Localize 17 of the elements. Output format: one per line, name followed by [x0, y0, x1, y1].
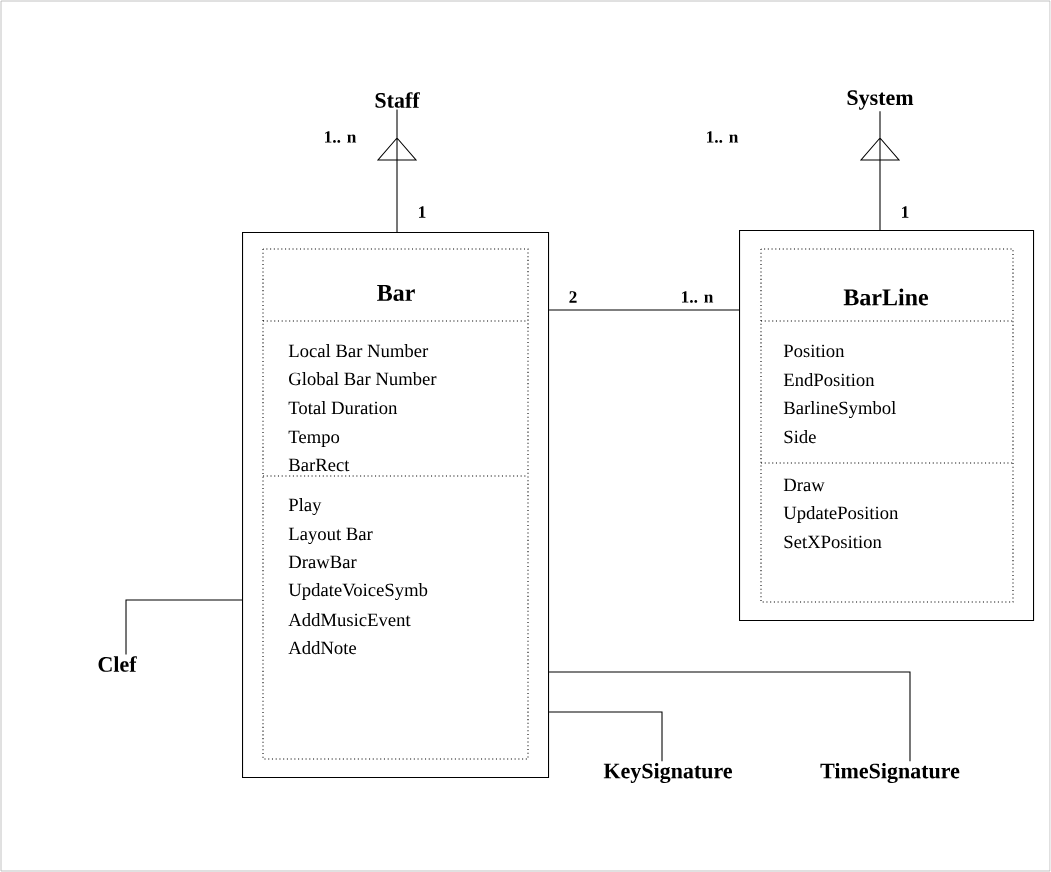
connector: [548, 711, 663, 762]
class-name: KeySignature: [603, 762, 732, 784]
class-name: System: [847, 90, 914, 110]
class-box: BarLine Position EndPosition BarlineSymbol Side Draw UpdatePosition SetXPosition: [739, 230, 1035, 622]
connector: [859, 110, 900, 231]
class-box: Bar Local Bar Number Global Bar Number Total Duration Tempo BarRect Play Layout Bar DrawBar UpdateVoiceSymb AddMusicEvent AddNote: [242, 232, 550, 779]
multiplicity-label: 1.. n: [682, 291, 714, 303]
multiplicity-label: 1.. n: [325, 131, 357, 143]
multiplicity-label: 1.. n: [707, 131, 739, 143]
class-name: Staff: [375, 92, 420, 108]
connector: [376, 108, 417, 233]
multiplicity-label: 2: [569, 291, 577, 303]
connector: [548, 309, 740, 311]
class-name: Clef: [98, 656, 137, 672]
class-name: TimeSignature: [820, 762, 960, 784]
connector: [125, 599, 243, 656]
connector: [548, 671, 911, 762]
